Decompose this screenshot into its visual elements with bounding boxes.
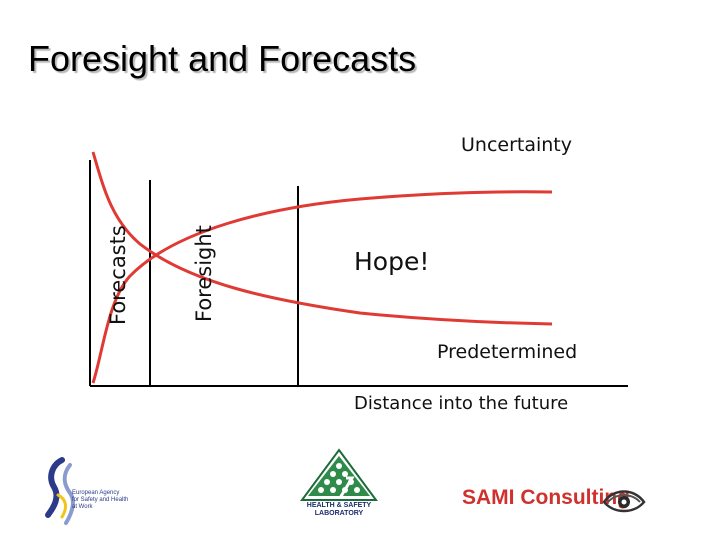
sami-logo-text: SAMI Consulting	[462, 486, 630, 509]
foresight-label: Foresight	[192, 225, 216, 322]
eu-agency-logo	[45, 457, 75, 525]
uncertainty-curve	[91, 190, 553, 384]
hsl-logo	[300, 448, 378, 501]
slide-title: Foresight and Forecasts	[28, 38, 417, 79]
predetermined-curve	[91, 151, 553, 326]
distance-label: Distance into the future	[354, 393, 569, 414]
hsl-text: HEALTH & SAFETY LABORATORY	[306, 502, 372, 517]
hope-label: Hope!	[354, 247, 430, 276]
sami-logo: SAMI Consulting	[462, 482, 647, 522]
predetermined-label: Predetermined	[437, 341, 578, 363]
uncertainty-label: Uncertainty	[461, 134, 573, 156]
eu-agency-text: European Agency for Safety and Health at…	[72, 490, 129, 510]
eye-icon	[602, 490, 646, 513]
forecasts-label: Forecasts	[106, 225, 130, 325]
